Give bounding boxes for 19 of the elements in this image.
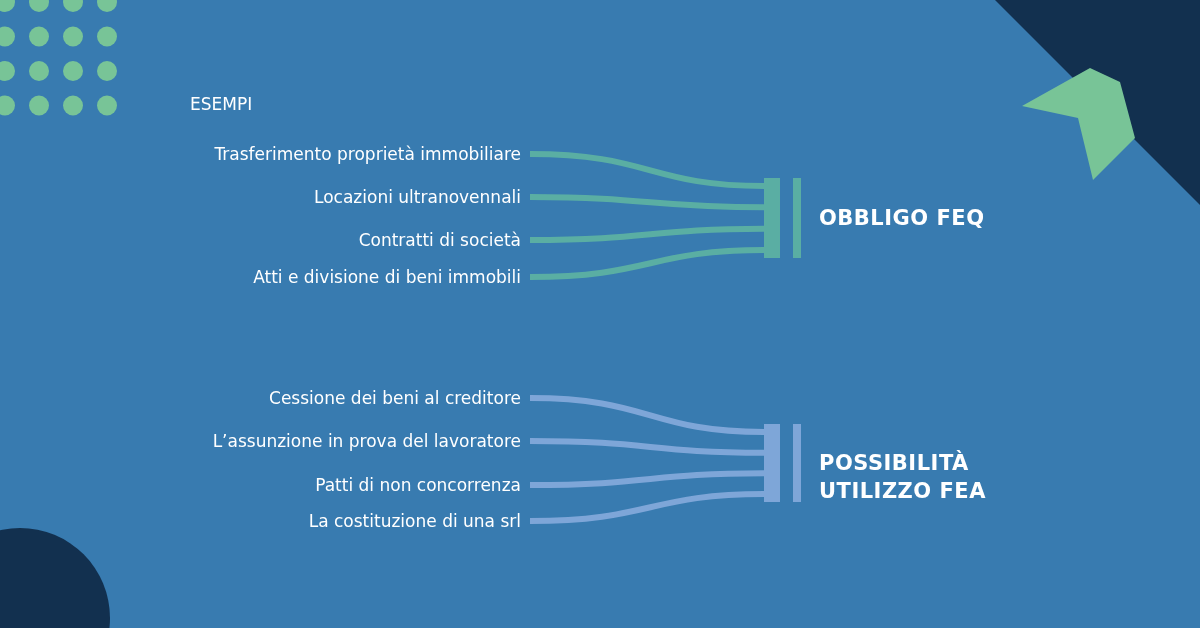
bar-caption: POSSIBILITÀ UTILIZZO FEA: [819, 449, 987, 505]
example-text: Atti e divisione di beni immobili: [253, 265, 530, 289]
bar-caption: OBBLIGO FEQ: [819, 205, 986, 232]
example-text: Contratti di società: [358, 228, 530, 252]
example-text: Cessione dei beni al creditore: [269, 386, 530, 410]
section-heading: ESEMPI: [190, 93, 253, 116]
connector-line: [529, 247, 765, 280]
connector-line: [529, 151, 765, 189]
connector-line: [529, 438, 765, 456]
example-text: Locazioni ultranovennali: [314, 185, 530, 209]
example-text: Trasferimento proprietà immobiliare: [214, 142, 530, 166]
connector-line: [529, 491, 765, 524]
connector-line: [529, 470, 765, 488]
connector-line: [529, 194, 765, 211]
example-text: La costituzione di una srl: [308, 509, 530, 533]
connector-line: [529, 395, 765, 435]
connector-line: [529, 225, 765, 243]
example-text: Patti di non concorrenza: [315, 473, 530, 497]
example-text: L’assunzione in prova del lavoratore: [212, 429, 530, 453]
